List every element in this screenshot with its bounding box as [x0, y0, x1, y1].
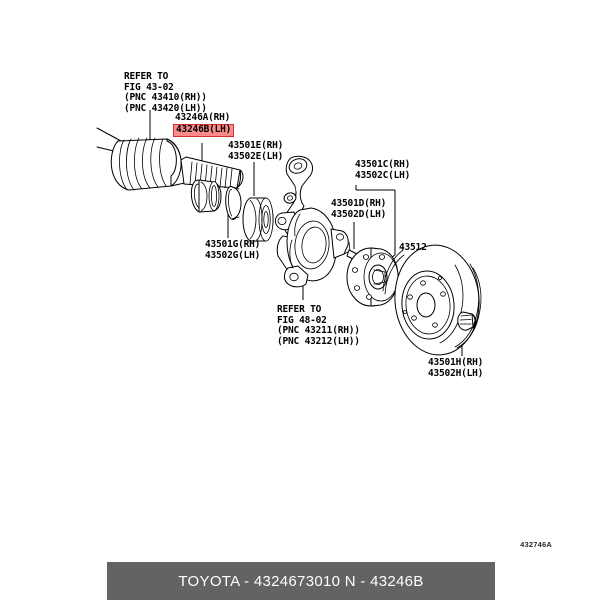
- label-refer-fig-48-02: REFER TO FIG 48-02 (PNC 43211(RH)) (PNC …: [277, 304, 360, 347]
- label-43502c-lh: 43502C(LH): [355, 169, 411, 181]
- label-43501c-rh: 43501C(RH): [355, 159, 411, 170]
- label-43501g-rh: 43501G(RH): [205, 239, 261, 250]
- refer-43-line4: (PNC 43420(LH)): [124, 102, 207, 114]
- label-part-43501d: 43501D(RH) 43502D(LH): [331, 198, 387, 220]
- label-part-43501c: 43501C(RH) 43502C(LH): [355, 159, 411, 181]
- refer-43-line2: FIG 43-02: [124, 81, 174, 93]
- label-43502g-lh: 43502G(LH): [205, 249, 261, 261]
- wheel-hub-art: [346, 247, 399, 307]
- label-part-43501e: 43501E(RH) 43502E(LH): [228, 140, 284, 162]
- steering-knuckle-art: [274, 155, 351, 288]
- label-43502e-lh: 43502E(LH): [228, 150, 284, 162]
- refer-43-line3: (PNC 43410(RH)): [124, 92, 207, 103]
- part-number-text: TOYOTA - 4324673010 N - 43246B: [178, 572, 424, 590]
- label-43502d-lh: 43502D(LH): [331, 208, 387, 220]
- label-part-43246a-rh: 43246A(RH): [175, 112, 231, 123]
- label-part-43246b-lh-highlighted: 43246B(LH): [173, 124, 235, 137]
- label-43501d-rh: 43501D(RH): [331, 198, 387, 209]
- refer-48-line2: FIG 48-02: [277, 314, 327, 326]
- label-43502h-lh: 43502H(LH): [428, 367, 484, 379]
- label-part-43501h: 43501H(RH) 43502H(LH): [428, 357, 484, 379]
- snap-ring-art: [225, 186, 242, 220]
- wheel-bearing-art: [242, 197, 274, 242]
- label-43501e-rh: 43501E(RH): [228, 140, 284, 151]
- brake-disc-rotor-art: [382, 244, 482, 356]
- refer-48-line4: (PNC 43212(LH)): [277, 335, 360, 347]
- refer-43-line1: REFER TO: [124, 71, 169, 82]
- refer-48-line1: REFER TO: [277, 304, 322, 315]
- part-number-bar: TOYOTA - 4324673010 N - 43246B: [107, 562, 495, 600]
- disc-retaining-screw-art: [457, 311, 476, 331]
- label-part-43501g: 43501G(RH) 43502G(LH): [205, 239, 261, 261]
- label-refer-fig-43-02: REFER TO FIG 43-02 (PNC 43410(RH)) (PNC …: [124, 71, 207, 114]
- label-part-43512: 43512: [399, 242, 427, 253]
- label-43501h-rh: 43501H(RH): [428, 357, 484, 368]
- boot-clamp-ring-art: [190, 179, 222, 213]
- cv-joint-boot-art: [96, 127, 244, 191]
- refer-48-line3: (PNC 43211(RH)): [277, 325, 360, 336]
- figure-code: 432746A: [520, 540, 552, 549]
